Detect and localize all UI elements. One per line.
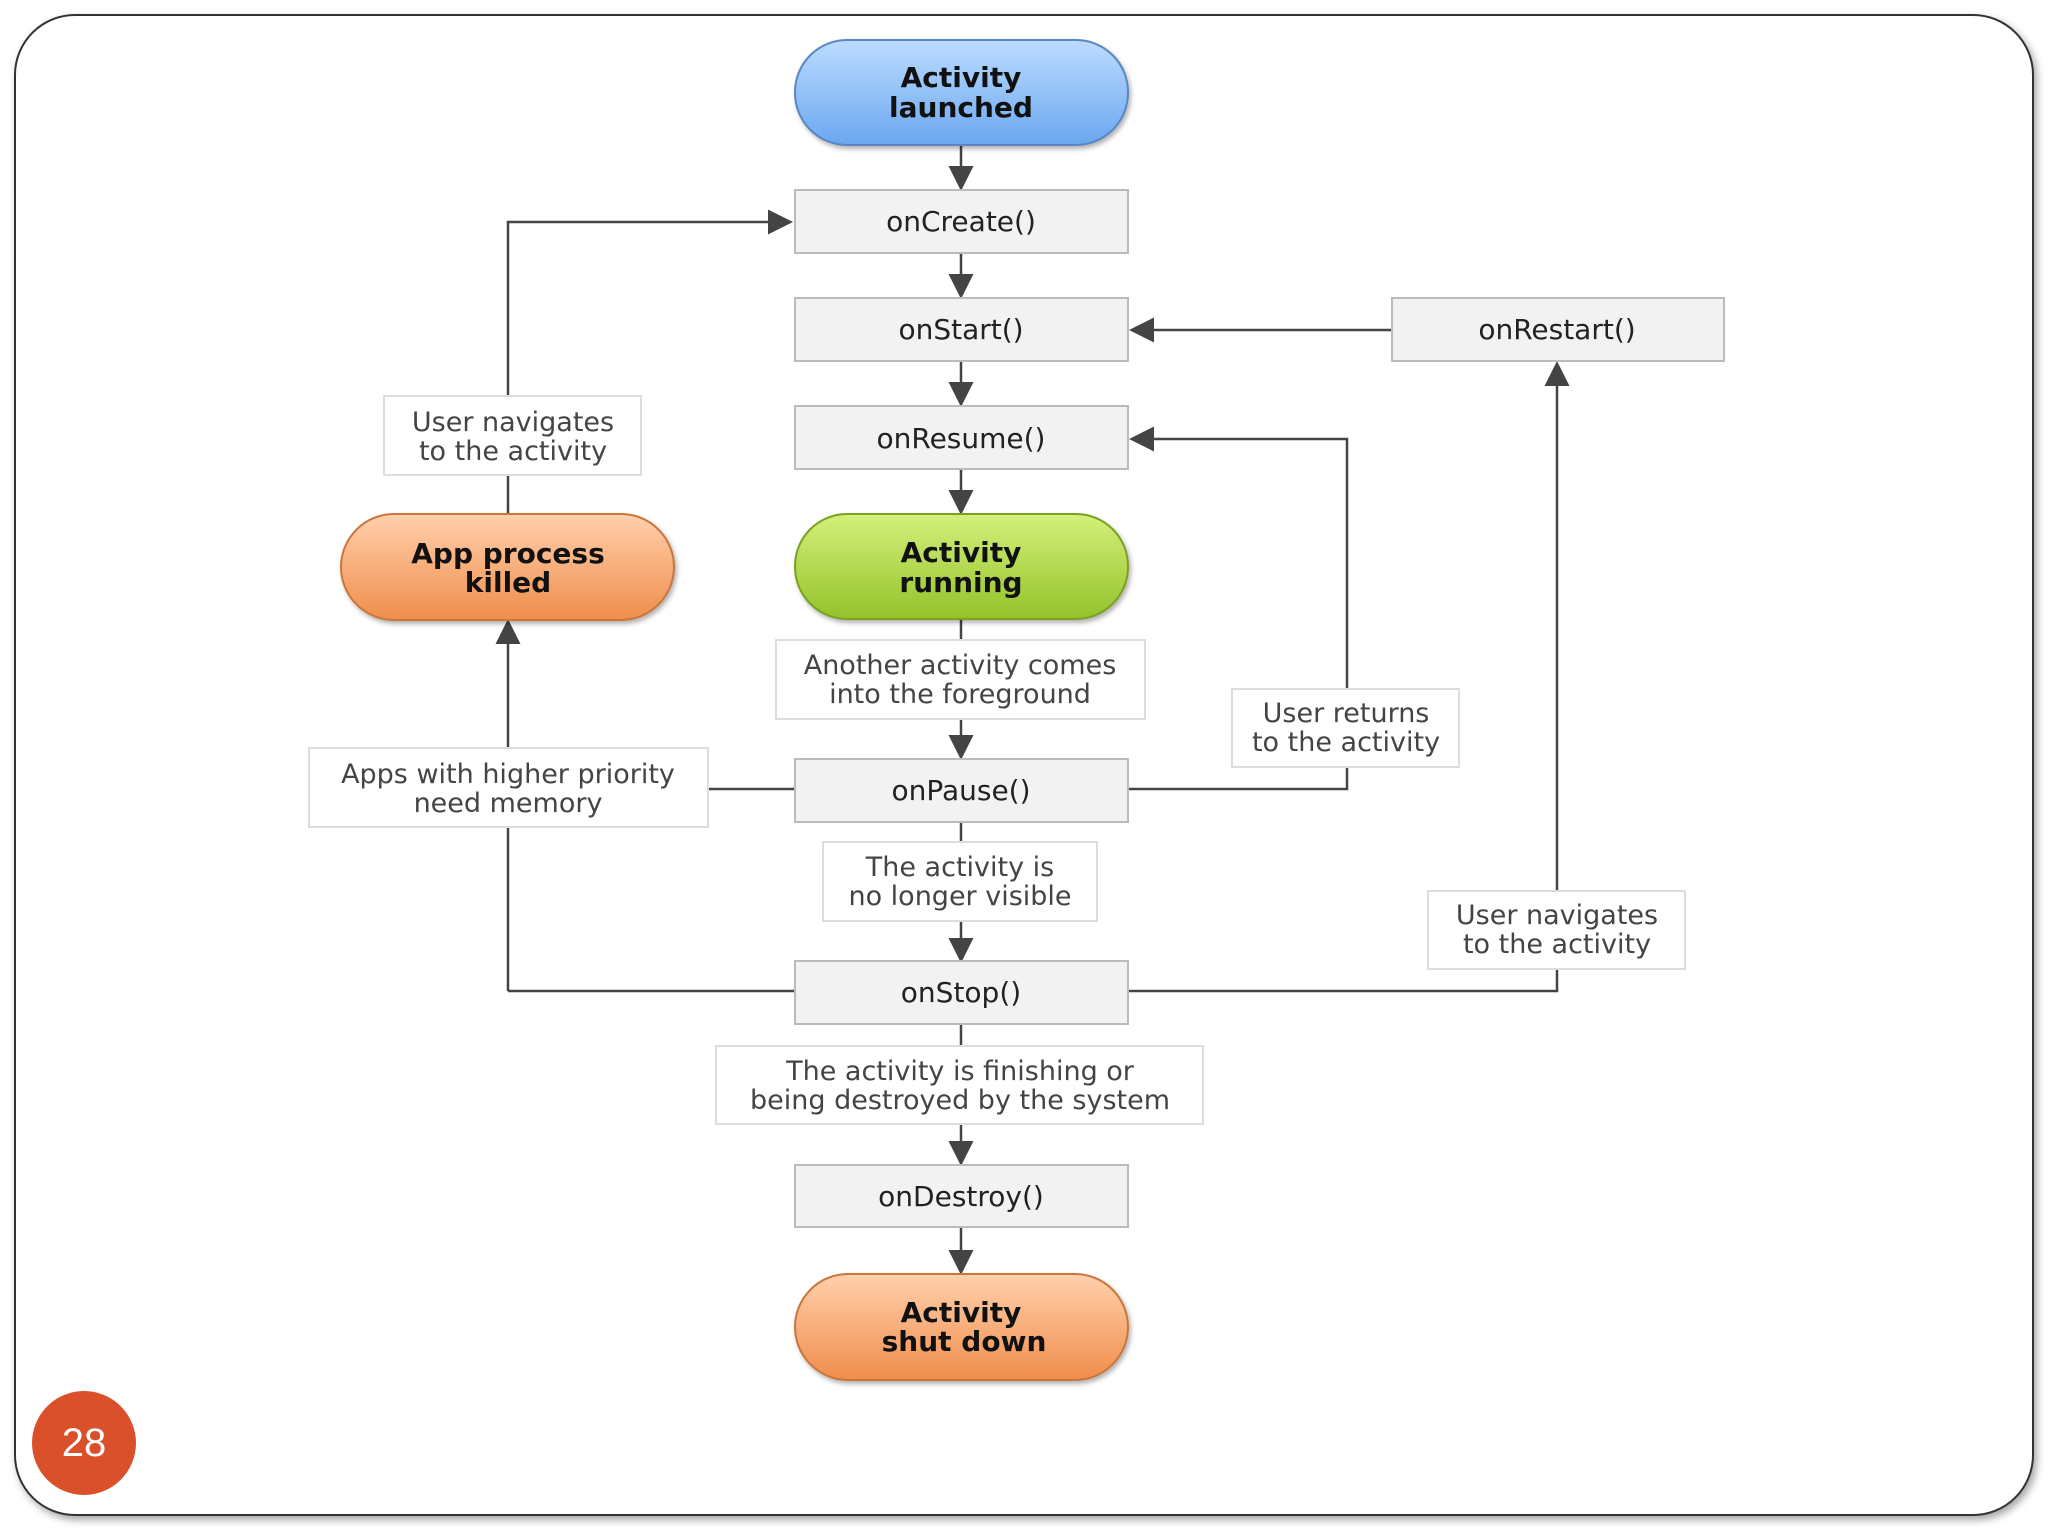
state-app-process-killed-line1: App process [411,537,605,570]
method-onresume: onResume() [794,405,1129,470]
note-apps-higher-priority: Apps with higher priority need memory [308,747,709,828]
method-onpause: onPause() [794,758,1129,823]
note-user-navigates-right-line2: to the activity [1463,929,1651,960]
method-onstart-label: onStart() [898,313,1023,346]
note-user-navigates-right: User navigates to the activity [1427,890,1686,970]
note-no-longer-visible: The activity is no longer visible [822,841,1098,922]
state-app-process-killed: App process killed [340,513,675,621]
method-onstop-label: onStop() [901,976,1021,1009]
method-onstart: onStart() [794,297,1129,362]
state-activity-launched-line2: launched [889,91,1033,124]
note-user-navigates-left-line2: to the activity [419,436,607,467]
note-another-activity-line2: into the foreground [829,679,1091,710]
note-user-returns: User returns to the activity [1231,688,1460,768]
method-onresume-label: onResume() [877,422,1046,455]
state-activity-launched: Activity launched [794,39,1129,146]
note-another-activity: Another activity comes into the foregrou… [775,639,1146,720]
note-user-returns-line2: to the activity [1252,727,1440,758]
state-activity-shut-down-line1: Activity [901,1296,1022,1329]
method-onstop: onStop() [794,960,1129,1025]
note-another-activity-line1: Another activity comes [804,650,1117,681]
method-oncreate-label: onCreate() [886,205,1036,238]
note-finishing: The activity is finishing or being destr… [715,1045,1204,1125]
connector-onstop-to-onrestart [1128,361,1570,993]
note-finishing-line1: The activity is finishing or [785,1056,1135,1087]
state-app-process-killed-line2: killed [465,566,551,599]
note-finishing-line2: being destroyed by the system [750,1085,1170,1116]
note-no-longer-visible-line1: The activity is [865,852,1054,883]
state-activity-running-line2: running [899,566,1022,599]
method-onrestart: onRestart() [1391,297,1725,362]
state-activity-shut-down: Activity shut down [794,1273,1129,1381]
note-no-longer-visible-line2: no longer visible [848,881,1071,912]
method-oncreate: onCreate() [794,189,1129,254]
note-apps-higher-priority-line1: Apps with higher priority [341,759,675,790]
note-user-navigates-left-line1: User navigates [412,407,614,438]
method-onrestart-label: onRestart() [1478,313,1635,346]
note-user-navigates-right-line1: User navigates [1456,900,1658,931]
note-user-navigates-left: User navigates to the activity [383,395,642,476]
connectors [495,145,1570,1275]
note-apps-higher-priority-line2: need memory [414,788,603,819]
method-ondestroy-label: onDestroy() [878,1180,1044,1213]
connector-onpause-to-onresume [1128,426,1349,791]
method-ondestroy: onDestroy() [794,1164,1129,1228]
slide-page-number: 28 [32,1391,136,1495]
state-activity-launched-line1: Activity [901,61,1022,94]
note-user-returns-line1: User returns [1263,698,1430,729]
state-activity-shut-down-line2: shut down [882,1325,1047,1358]
state-activity-running: Activity running [794,513,1129,620]
state-activity-running-line1: Activity [901,536,1022,569]
method-onpause-label: onPause() [891,774,1030,807]
